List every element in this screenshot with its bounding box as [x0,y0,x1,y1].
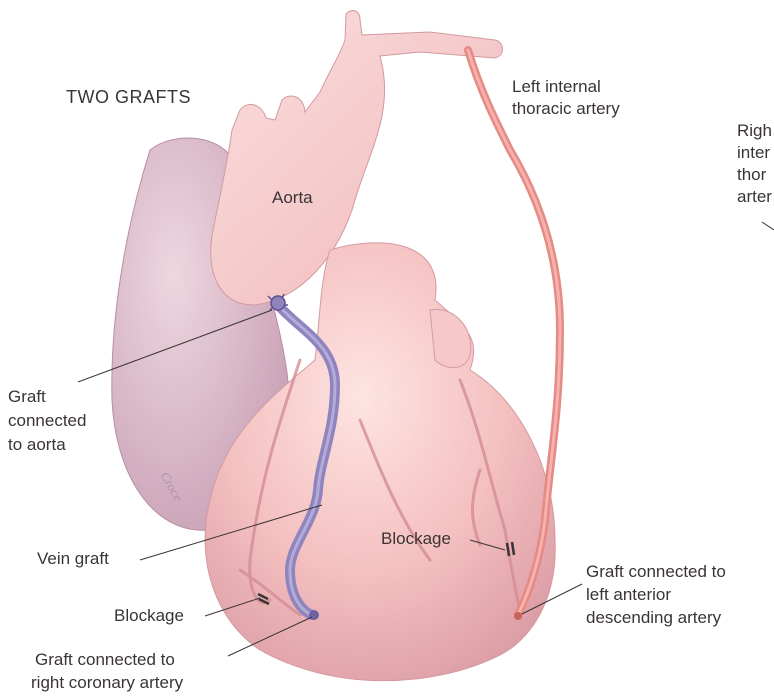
label-graft-aorta-line1: Graft [8,386,46,408]
label-rita-line2: inter [737,142,770,164]
anastomosis-lad [514,612,522,620]
diagram-title: TWO GRAFTS [66,86,191,108]
label-lita-line2: thoracic artery [512,98,620,120]
label-graft-aorta-line2: connected [8,410,86,432]
label-lita-line1: Left internal [512,76,601,98]
label-rita-line4: arter [737,186,772,208]
leader-rita [762,222,774,230]
label-blockage-left: Blockage [114,605,184,627]
label-vein-graft: Vein graft [37,548,109,570]
pulmonary-trunk [430,309,471,367]
label-graft-rca-line2: right coronary artery [31,672,183,694]
label-graft-lad-line2: left anterior [586,584,671,606]
label-aorta: Aorta [272,187,313,209]
label-graft-aorta-line3: to aorta [8,434,66,456]
label-graft-lad-line1: Graft connected to [586,561,726,583]
label-rita-line1: Righ [737,120,772,142]
label-blockage-right: Blockage [381,528,451,550]
label-graft-rca-line1: Graft connected to [35,649,175,671]
anastomosis-rca [309,610,319,620]
label-graft-lad-line3: descending artery [586,607,721,629]
label-rita-line3: thor [737,164,766,186]
